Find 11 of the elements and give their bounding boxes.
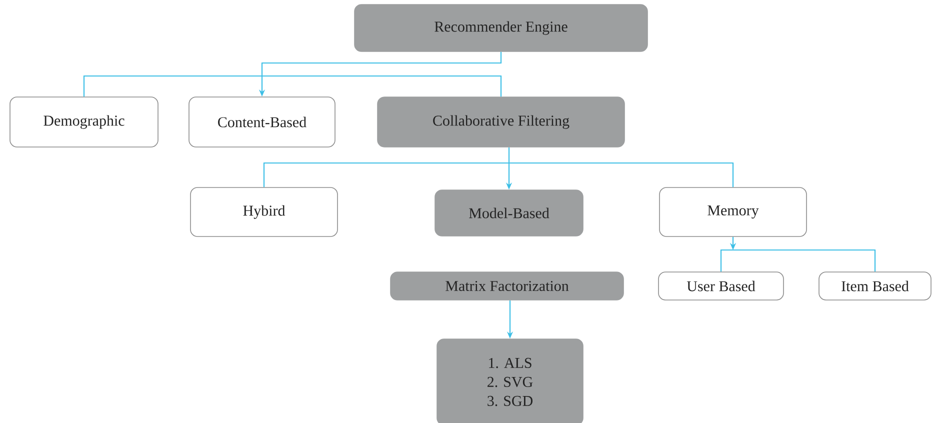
category-box: Hybird [190, 187, 338, 237]
process-box: Recommender Engine [354, 4, 648, 52]
process-box: Model-Based [434, 190, 584, 236]
category-box: Memory [659, 187, 807, 237]
category-box: Demographic [10, 96, 158, 148]
process-box: Collaborative Filtering [377, 96, 625, 148]
category-box: User Based [658, 272, 784, 300]
category-box: Content-Based [188, 96, 336, 148]
process-box: 1. ALS 2. SVG 3. SGD [436, 338, 584, 423]
process-box: Matrix Factorization [390, 272, 624, 300]
category-box: Item Based [818, 272, 932, 300]
